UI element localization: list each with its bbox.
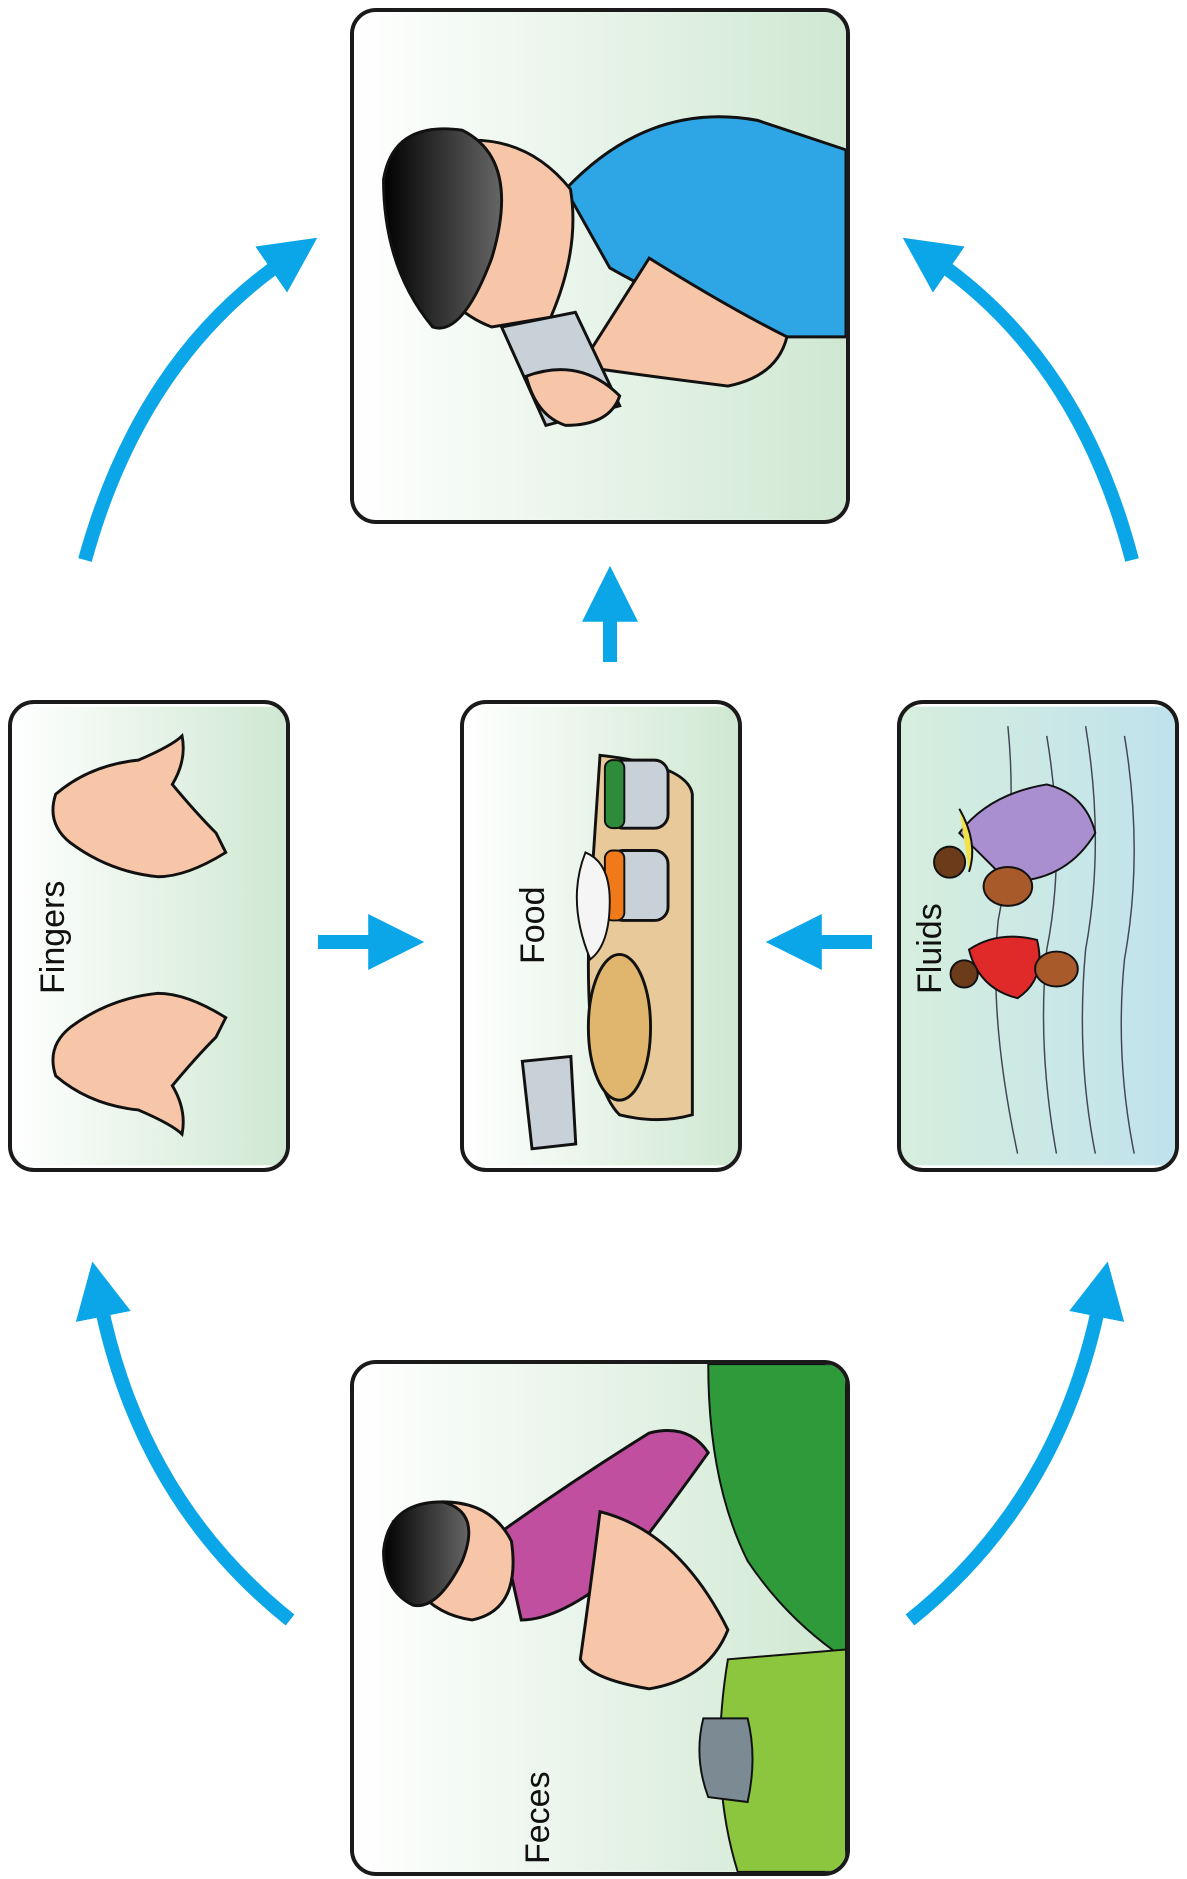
food-plate-illustration — [464, 704, 738, 1168]
person-defecating-outdoors-illustration — [354, 1364, 846, 1872]
arrow-fluids-to-mouth — [935, 260, 1132, 560]
arrow-feces-to-fingers — [100, 1300, 290, 1620]
fingers-panel: Fingers — [8, 700, 290, 1172]
fluids-label: Fluids — [911, 903, 950, 994]
arrow-fingers-to-mouth — [85, 260, 285, 560]
fluids-panel: Fluids — [897, 700, 1179, 1172]
arrow-feces-to-fluids — [910, 1300, 1100, 1620]
food-label: Food — [514, 887, 553, 965]
fingers-label: Fingers — [34, 881, 73, 994]
food-panel: Food — [460, 700, 742, 1172]
person-drinking-illustration — [354, 12, 846, 520]
mouth-panel — [350, 8, 850, 524]
feces-label: Feces — [519, 1771, 558, 1864]
feces-panel: Feces — [350, 1360, 850, 1876]
